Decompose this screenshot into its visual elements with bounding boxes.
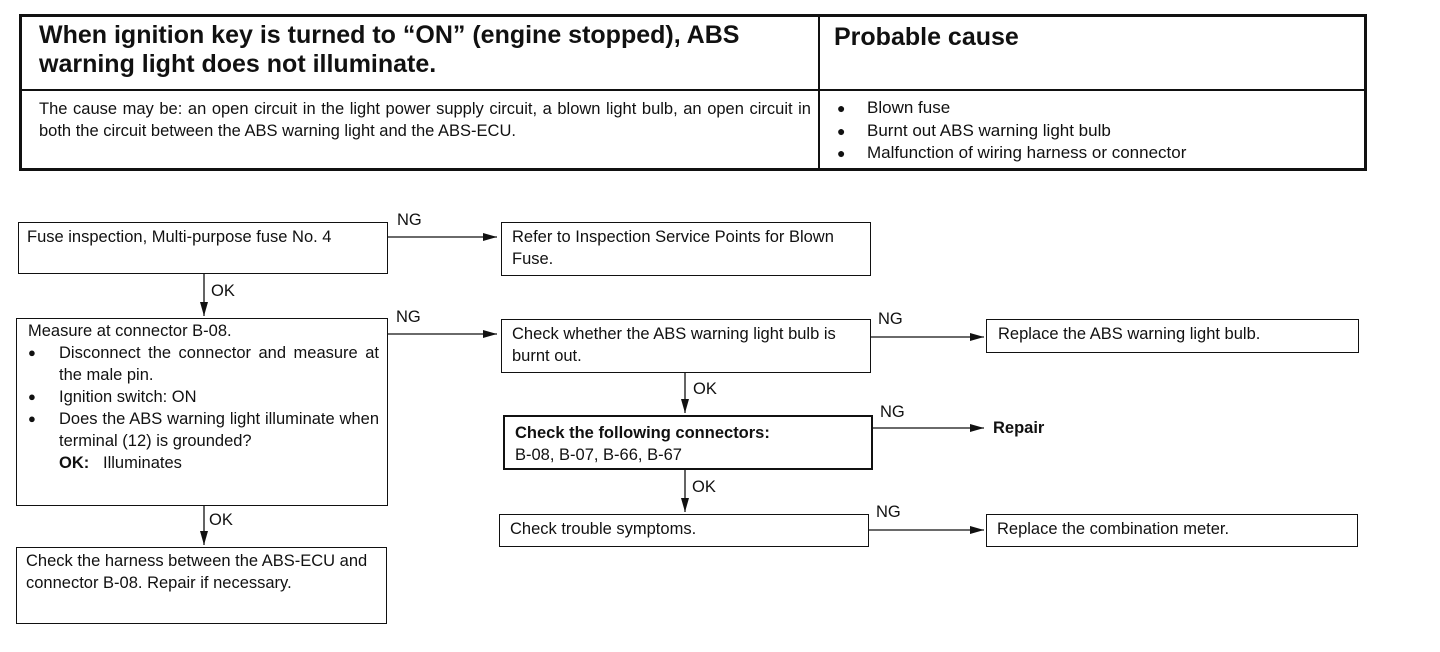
ng-label: NG (880, 403, 905, 421)
ok-criterion-label: OK: (59, 454, 90, 472)
check-connectors-box: Check the following connectors: B-08, B-… (503, 415, 873, 470)
measure-step: Does the ABS warning light illuminate wh… (28, 408, 379, 452)
repair-label: Repair (993, 419, 1045, 437)
measure-connector-box: Measure at connector B-08. Disconnect th… (16, 318, 388, 506)
ng-label: NG (878, 310, 903, 328)
replace-meter-box: Replace the combination meter. (986, 514, 1358, 547)
ng-label: NG (876, 503, 901, 521)
cause-item: Malfunction of wiring harness or connect… (837, 142, 1186, 165)
bulb-check-text: Check whether the ABS warning light bulb… (512, 325, 836, 365)
ok-label: OK (211, 282, 235, 300)
check-connectors-list: B-08, B-07, B-66, B-67 (515, 446, 682, 464)
symptom-description: The cause may be: an open circuit in the… (39, 100, 811, 140)
harness-check-box: Check the harness between the ABS-ECU an… (16, 547, 387, 624)
bulb-check-box: Check whether the ABS warning light bulb… (501, 319, 871, 373)
probable-cause-list: Blown fuse Burnt out ABS warning light b… (837, 97, 1186, 165)
ng-label: NG (397, 211, 422, 229)
harness-check-text: Check the harness between the ABS-ECU an… (26, 552, 368, 592)
replace-bulb-text: Replace the ABS warning light bulb. (998, 325, 1261, 343)
trouble-symptoms-text: Check trouble symptoms. (510, 520, 697, 538)
probable-cause-heading: Probable cause (834, 23, 1019, 51)
cause-item: Blown fuse (837, 97, 1186, 120)
cause-item: Burnt out ABS warning light bulb (837, 120, 1186, 143)
blown-fuse-reference-box: Refer to Inspection Service Points for B… (501, 222, 871, 276)
trouble-symptoms-box: Check trouble symptoms. (499, 514, 869, 547)
blown-fuse-reference-text: Refer to Inspection Service Points for B… (512, 228, 834, 268)
symptom-table: When ignition key is turned to “ON” (eng… (19, 14, 1367, 171)
ok-label: OK (692, 478, 716, 496)
ok-criterion-value: Illuminates (103, 454, 182, 472)
measure-connector-title: Measure at connector B-08. (28, 322, 232, 340)
ok-label: OK (209, 511, 233, 529)
replace-bulb-box: Replace the ABS warning light bulb. (986, 319, 1359, 353)
symptom-title: When ignition key is turned to “ON” (eng… (39, 21, 740, 78)
replace-meter-text: Replace the combination meter. (997, 520, 1230, 538)
measure-step: Ignition switch: ON (28, 386, 379, 408)
fuse-inspection-text: Fuse inspection, Multi-purpose fuse No. … (27, 228, 332, 246)
fuse-inspection-box: Fuse inspection, Multi-purpose fuse No. … (18, 222, 388, 274)
table-row-divider (22, 89, 1364, 91)
ok-criterion: OK: Illuminates (28, 452, 379, 474)
table-column-divider (818, 17, 820, 168)
measure-step: Disconnect the connector and measure at … (28, 342, 379, 386)
ng-label: NG (396, 308, 421, 326)
check-connectors-title: Check the following connectors: (515, 424, 770, 442)
ok-label: OK (693, 380, 717, 398)
